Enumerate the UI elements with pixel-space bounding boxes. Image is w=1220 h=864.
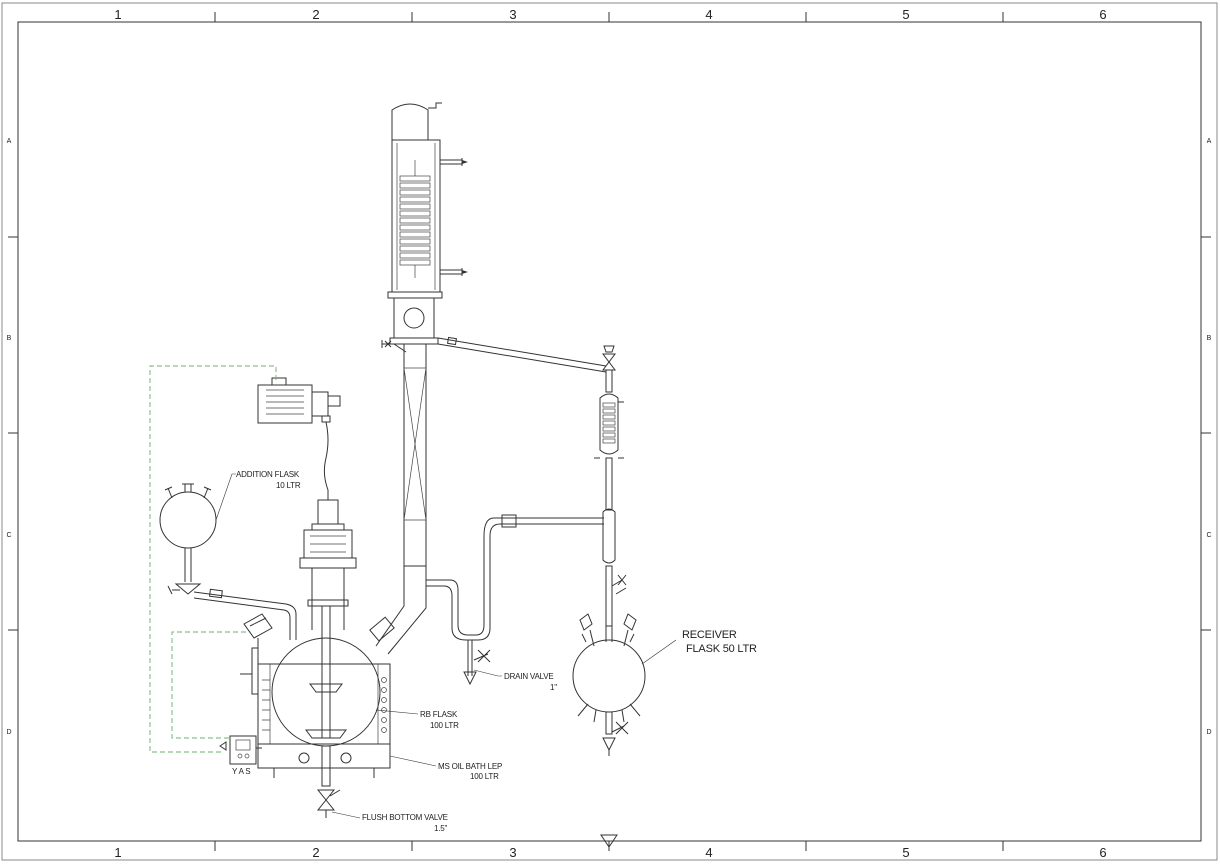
reflux-return-line bbox=[426, 514, 604, 686]
cooling-water-nozzle-bottom bbox=[440, 268, 468, 276]
rb-flask-name: RB FLASK bbox=[420, 710, 458, 719]
col-label-1: 1 bbox=[114, 7, 121, 22]
rb-flask-capacity: 100 LTR bbox=[430, 721, 459, 730]
condenser bbox=[381, 102, 468, 567]
cooling-water-nozzle-top bbox=[440, 158, 468, 166]
col-label-1: 1 bbox=[114, 845, 121, 860]
agitator-drive bbox=[299, 499, 357, 630]
receiver-name: RECEIVER bbox=[682, 629, 737, 641]
flush-valve-callout: FLUSH BOTTOM VALVE 1.5" bbox=[362, 813, 448, 833]
drain-valve bbox=[463, 640, 491, 686]
row-label-a: A bbox=[7, 138, 12, 145]
drain-valve-callout: DRAIN VALVE 1" bbox=[504, 672, 557, 692]
drain-valve-name: DRAIN VALVE bbox=[504, 672, 554, 681]
row-label-c: C bbox=[1206, 532, 1211, 539]
addition-flask-leader bbox=[215, 473, 236, 521]
receiver-capacity: FLASK 50 LTR bbox=[686, 643, 757, 655]
drain-valve-leader bbox=[473, 669, 502, 677]
receiver-flask bbox=[572, 613, 646, 756]
col-label-3: 3 bbox=[509, 7, 516, 22]
flush-bottom-valve bbox=[316, 745, 341, 818]
oil-bath bbox=[240, 647, 391, 778]
col-label-5: 5 bbox=[902, 7, 909, 22]
oil-bath-leader bbox=[389, 755, 437, 767]
flush-valve-leader bbox=[331, 811, 361, 819]
drain-valve-size: 1" bbox=[550, 683, 557, 692]
addition-flask-capacity: 10 LTR bbox=[276, 481, 301, 490]
control-panel-label: Y A S bbox=[232, 767, 250, 776]
col-label-6: 6 bbox=[1099, 7, 1106, 22]
addition-flask bbox=[159, 483, 217, 595]
control-signal-lines bbox=[149, 365, 277, 753]
column-labels-bottom: 1 2 3 4 5 6 bbox=[114, 845, 1106, 860]
vapour-line bbox=[437, 336, 607, 373]
reactor-flask bbox=[271, 566, 427, 747]
reflux-valve bbox=[381, 340, 407, 353]
receiver-leader bbox=[641, 639, 677, 665]
col-label-4: 4 bbox=[705, 7, 712, 22]
motor-cable bbox=[323, 421, 329, 500]
col-label-2: 2 bbox=[312, 845, 319, 860]
col-label-4: 4 bbox=[705, 845, 712, 860]
product-cooler bbox=[594, 345, 627, 627]
flush-valve-name: FLUSH BOTTOM VALVE bbox=[362, 813, 448, 822]
addition-line bbox=[193, 588, 297, 640]
oil-bath-callout: MS OIL BATH LEP 100 LTR bbox=[438, 762, 502, 781]
addition-flask-name: ADDITION FLASK bbox=[236, 470, 300, 479]
row-label-b: B bbox=[7, 335, 12, 342]
col-label-6: 6 bbox=[1099, 845, 1106, 860]
row-label-b: B bbox=[1207, 335, 1212, 342]
agitator-motor bbox=[257, 377, 341, 424]
row-label-d: D bbox=[6, 729, 11, 736]
rb-flask-callout: RB FLASK 100 LTR bbox=[420, 710, 459, 730]
col-label-5: 5 bbox=[902, 845, 909, 860]
flush-valve-size: 1.5" bbox=[434, 824, 448, 833]
condenser-coil bbox=[399, 160, 431, 278]
col-label-2: 2 bbox=[312, 7, 319, 22]
addition-flask-callout: ADDITION FLASK 10 LTR bbox=[236, 470, 301, 490]
row-label-c: C bbox=[6, 532, 11, 539]
row-label-d: D bbox=[1206, 729, 1211, 736]
oil-bath-capacity: 100 LTR bbox=[470, 772, 499, 781]
column-labels-top: 1 2 3 4 5 6 bbox=[114, 7, 1106, 22]
row-label-a: A bbox=[1207, 138, 1212, 145]
rb-flask-leader bbox=[375, 709, 419, 715]
feed-dosing-valve bbox=[243, 613, 273, 648]
col-label-3: 3 bbox=[509, 845, 516, 860]
temperature-control-panel bbox=[219, 735, 262, 765]
oil-bath-name: MS OIL BATH LEP bbox=[438, 762, 502, 771]
row-labels-right: A B C D bbox=[1206, 138, 1211, 736]
row-labels-left: A B C D bbox=[6, 138, 11, 736]
receiver-callout: RECEIVER FLASK 50 LTR bbox=[682, 629, 757, 655]
